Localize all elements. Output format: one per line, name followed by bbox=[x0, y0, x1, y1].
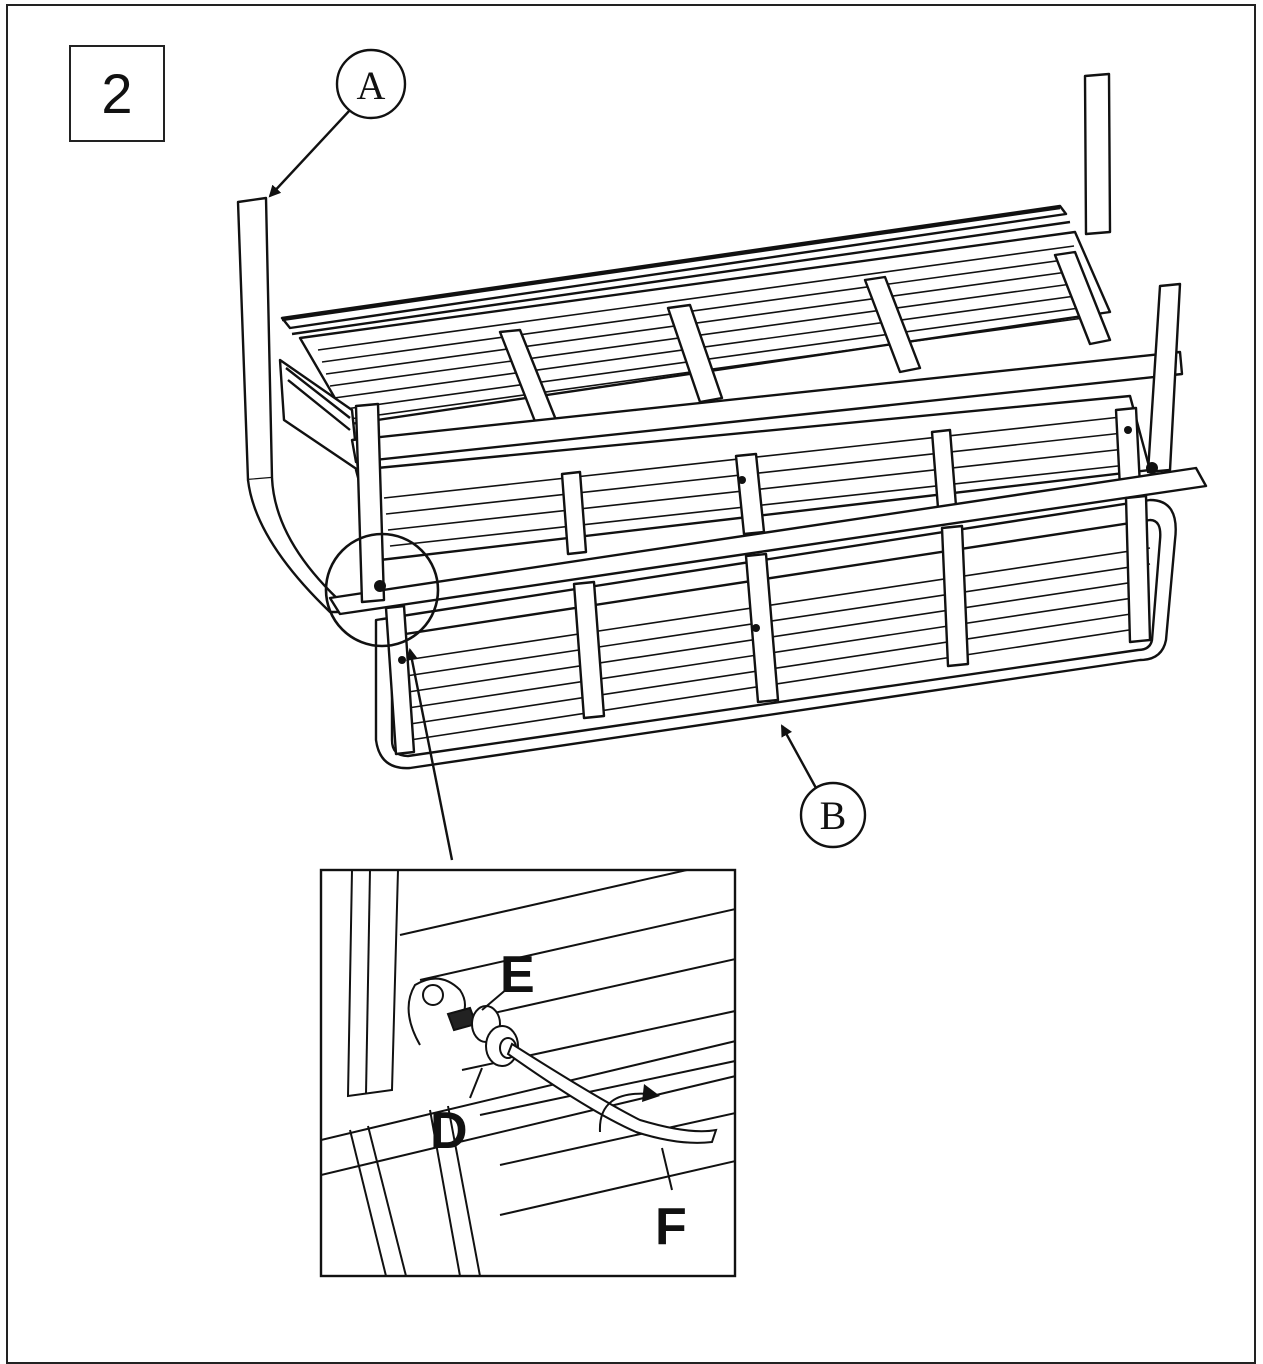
part-d-label: D bbox=[430, 1102, 468, 1160]
callout-b-label: B bbox=[820, 793, 847, 838]
step-number: 2 bbox=[101, 62, 133, 125]
callout-a-arrow bbox=[268, 109, 351, 198]
step-number-box: 2 bbox=[69, 45, 165, 142]
part-e-label: E bbox=[500, 946, 535, 1004]
callout-a: A bbox=[268, 48, 407, 198]
detail-view: E D F bbox=[319, 868, 737, 1278]
callout-b-arrow bbox=[780, 724, 818, 789]
callout-b: B bbox=[780, 724, 867, 849]
part-f-label: F bbox=[655, 1198, 687, 1256]
detail-leader-arrow bbox=[406, 648, 454, 861]
bench-frame bbox=[236, 72, 1208, 770]
callout-a-label: A bbox=[357, 63, 386, 108]
